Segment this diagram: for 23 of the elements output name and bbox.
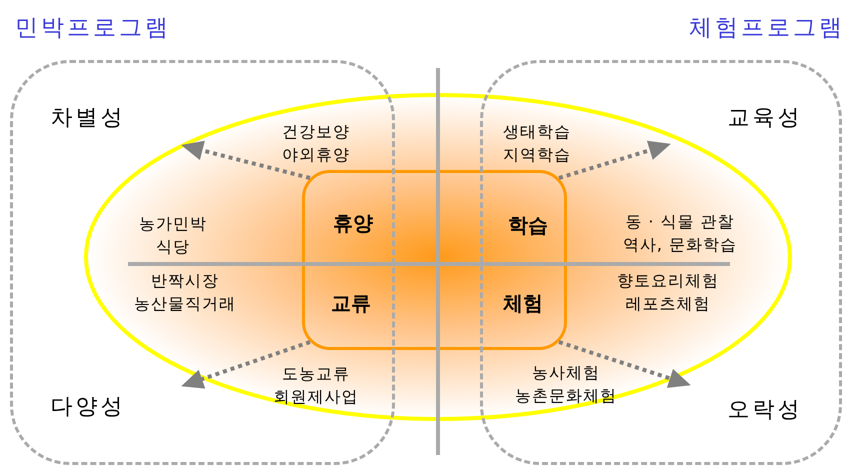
dotted-arrow <box>558 140 671 180</box>
dotted-arrow <box>558 340 691 388</box>
quadrant-title: 휴양 <box>333 210 373 237</box>
group-heading: 체험프로그램 <box>689 14 845 43</box>
activity-label: 도농교류 회원제사업 <box>272 363 360 408</box>
activity-label: 동 · 식물 관찰 역사, 문화학습 <box>622 211 738 256</box>
group-heading: 민박프로그램 <box>15 14 171 43</box>
activity-label: 농사체험 농촌문화체험 <box>514 362 618 407</box>
quadrant-title: 체험 <box>503 290 543 317</box>
activity-label: 생태학습 지역학습 <box>502 121 572 166</box>
activity-label: 반짝시장 농산물직거래 <box>133 270 237 315</box>
core-box <box>302 170 567 350</box>
quadrant-title: 학습 <box>508 212 548 239</box>
activity-label: 농가민박 식당 <box>138 213 208 258</box>
dotted-arrow <box>181 340 311 389</box>
trait-label: 교육성 <box>728 104 802 132</box>
quadrant-title: 교류 <box>331 290 371 317</box>
trait-label: 차별성 <box>50 104 126 132</box>
dotted-arrow <box>181 140 310 180</box>
trait-label: 오락성 <box>728 396 802 424</box>
activity-label: 향토요리체험 레포츠체험 <box>616 270 720 315</box>
trait-label: 다양성 <box>50 394 126 422</box>
activity-label: 건강보양 야외휴양 <box>281 121 351 166</box>
